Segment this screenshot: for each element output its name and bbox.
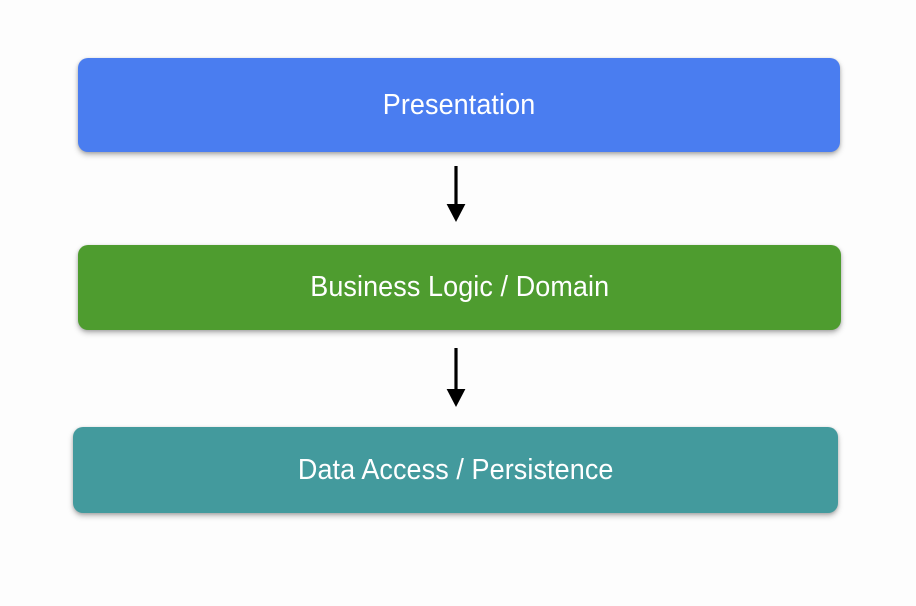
down-arrow-icon (446, 348, 466, 407)
layer-box-presentation[interactable]: Presentation (78, 58, 840, 152)
arrow-presentation-to-business-logic (438, 164, 474, 224)
layer-label-presentation: Presentation (382, 88, 536, 121)
layer-box-data-access[interactable]: Data Access / Persistence (73, 427, 838, 513)
arrow-business-logic-to-data-access (438, 346, 474, 409)
layer-label-data-access: Data Access / Persistence (297, 453, 614, 486)
layer-label-business-logic: Business Logic / Domain (310, 271, 609, 303)
down-arrow-icon (446, 166, 466, 222)
layer-box-business-logic[interactable]: Business Logic / Domain (78, 245, 841, 330)
